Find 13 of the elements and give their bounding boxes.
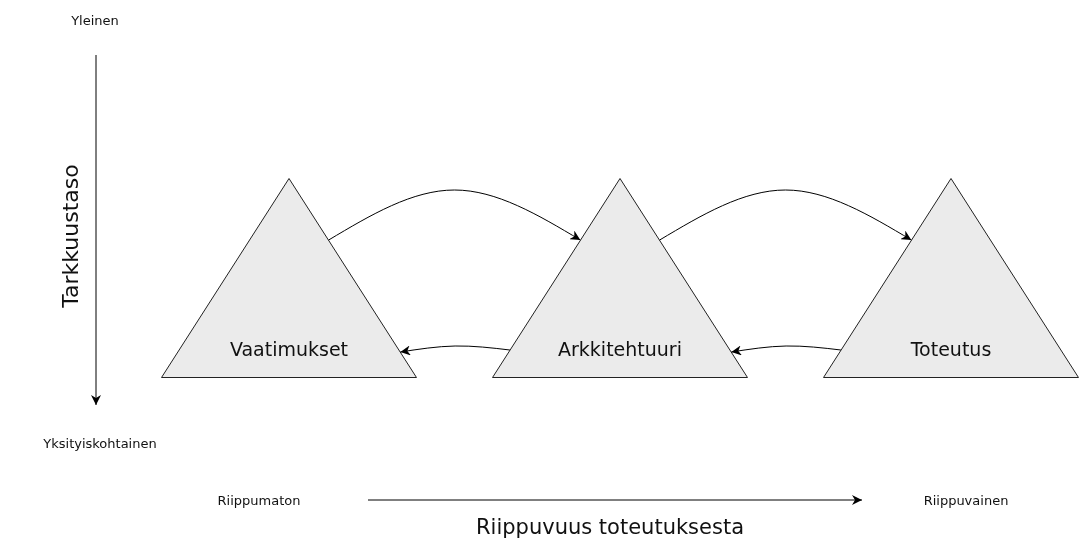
- curved-arrow: [730, 345, 842, 356]
- axis-label: Riippuvainen: [923, 492, 1009, 508]
- curved-arrow: [328, 189, 581, 241]
- axis-title: Tarkkuustaso: [57, 164, 83, 308]
- node-label: Vaatimukset: [228, 338, 350, 360]
- curved-arrow: [659, 189, 912, 241]
- node-label: Arkkitehtuuri: [557, 338, 683, 360]
- node-label: Toteutus: [909, 338, 993, 360]
- axis-title: Riippuvuus toteutuksesta: [475, 515, 745, 539]
- axis-label: Riippumaton: [217, 492, 301, 508]
- curved-arrow: [399, 345, 511, 356]
- axis-label: Yksityiskohtainen: [43, 435, 157, 451]
- axis-label: Yleinen: [71, 12, 119, 28]
